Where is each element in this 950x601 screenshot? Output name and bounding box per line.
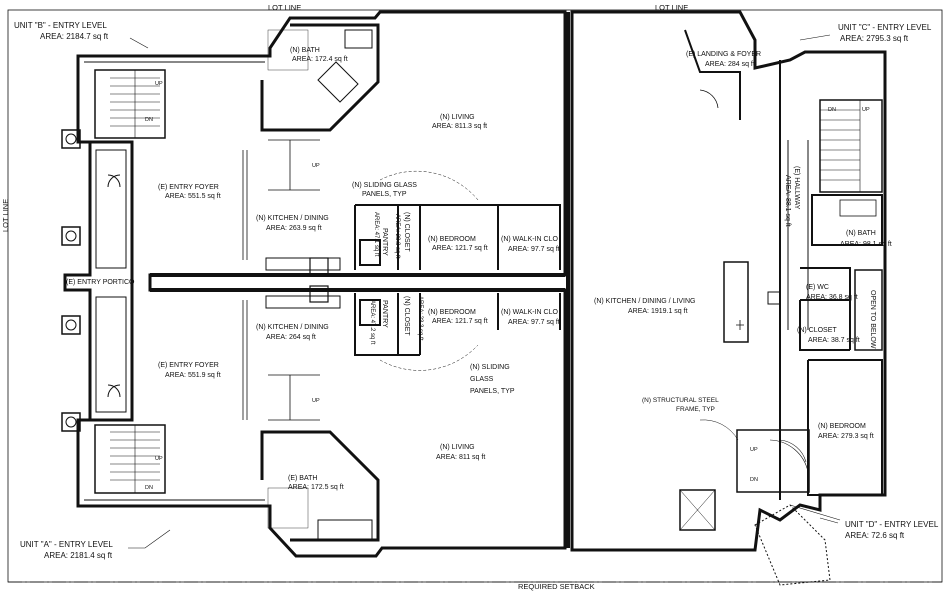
stair-up-label: UP <box>155 81 163 87</box>
bedroom-bot-name: (N) BEDROOM <box>428 309 476 316</box>
bath-bot-name: (E) BATH <box>288 475 318 482</box>
closet-top-name: (N) CLOSET <box>403 212 410 252</box>
closet-top-area: AREA: 23.3 sq ft <box>394 214 400 259</box>
bath-top-area: AREA: 172.4 sq ft <box>292 56 348 63</box>
foyer-top-name: (E) ENTRY FOYER <box>158 184 219 191</box>
kitchen-top-name: (N) KITCHEN / DINING <box>256 215 329 222</box>
landing-name: (E) LANDING & FOYER <box>686 51 762 58</box>
sliding-bot-line1: (N) SLIDING <box>470 364 510 371</box>
unit-a-title: UNIT "A" - ENTRY LEVEL <box>20 540 113 549</box>
stair-up-label: UP <box>862 107 870 113</box>
stair-dn-label: DN <box>145 117 153 123</box>
closet-bot-name: (N) CLOSET <box>403 296 410 336</box>
sliding-bot-line2: GLASS <box>470 376 494 383</box>
pantry-bot-area: AREA: 47.2 sq ft <box>369 300 375 345</box>
kitchen-bot-name: (N) KITCHEN / DINING <box>256 324 329 331</box>
sliding-top-line1: (N) SLIDING GLASS <box>352 182 417 189</box>
stair-up-label: UP <box>312 398 320 404</box>
living-bot-name: (N) LIVING <box>440 444 475 451</box>
stair-up-label: UP <box>155 456 163 462</box>
bedroom-c-area: AREA: 279.3 sq ft <box>818 433 874 440</box>
pantry-top-name: PANTRY <box>381 228 388 256</box>
closet-c-name: (N) CLOSET <box>797 327 837 334</box>
unit-c-title: UNIT "C" - ENTRY LEVEL <box>838 23 932 32</box>
closet-c-area: AREA: 38.7 sq ft <box>808 337 860 344</box>
lot-line-top-label-2: LOT LINE <box>655 3 689 12</box>
kitchen-top-area: AREA: 263.9 sq ft <box>266 225 322 232</box>
wall-bath-top <box>260 23 380 132</box>
open-below-label: OPEN TO BELOW <box>869 290 876 349</box>
bedroom-bot-area: AREA: 121.7 sq ft <box>432 318 488 325</box>
hallway-name: (E) HALLWAY <box>793 166 800 210</box>
wall-unit-c-outer <box>570 10 887 552</box>
unit-b-area: AREA: 2184.7 sq ft <box>40 32 109 41</box>
foyer-top-area: AREA: 551.5 sq ft <box>165 193 221 200</box>
wc-name: (E) WC <box>806 284 829 291</box>
walkin-top-area: AREA: 97.7 sq ft <box>508 246 560 253</box>
steel-frame-line2: FRAME, TYP <box>676 406 715 413</box>
stair-a <box>94 424 166 494</box>
living-top-name: (N) LIVING <box>440 114 475 121</box>
sliding-top-line2: PANELS, TYP <box>362 191 407 198</box>
lot-line-left-label: LOT LINE <box>1 198 10 232</box>
walkin-bot-name: (N) WALK-IN CLO <box>501 309 558 316</box>
pantry-bot-name: PANTRY <box>381 300 388 328</box>
walkin-bot-area: AREA: 97.7 sq ft <box>508 319 560 326</box>
lot-line-border <box>7 9 943 583</box>
bedroom-c-name: (N) BEDROOM <box>818 423 866 430</box>
stair-dn-label: DN <box>145 485 153 491</box>
hallway-area: AREA: 88.1 sq ft <box>784 175 791 227</box>
stair-b <box>94 69 166 139</box>
bath-c-area: AREA: 98.1 sq ft <box>840 241 892 248</box>
lot-line-top-label: LOT LINE <box>268 3 302 12</box>
stair-c <box>819 99 883 193</box>
kitchen-big-area: AREA: 1919.1 sq ft <box>628 308 688 315</box>
wc-area: AREA: 36.8 sq ft <box>806 294 858 301</box>
living-bot-area: AREA: 811 sq ft <box>436 454 486 461</box>
steel-frame-line1: (N) STRUCTURAL STEEL <box>642 397 719 404</box>
kitchen-big-name: (N) KITCHEN / DINING / LIVING <box>594 298 696 305</box>
unit-b-title: UNIT "B" - ENTRY LEVEL <box>14 21 107 30</box>
bath-top-name: (N) BATH <box>290 47 320 54</box>
unit-d-title: UNIT "D" - ENTRY LEVEL <box>845 520 939 529</box>
unit-c-area: AREA: 2795.3 sq ft <box>840 34 909 43</box>
landing-area: AREA: 284 sq ft <box>705 61 755 68</box>
closet-bot-area: AREA: 23.3 sq ft <box>417 296 423 341</box>
pantry-top-area: AREA: 47.1 sq ft <box>373 212 379 257</box>
unit-d-area: AREA: 72.6 sq ft <box>845 531 905 540</box>
living-top-area: AREA: 811.3 sq ft <box>432 123 488 130</box>
bedroom-top-name: (N) BEDROOM <box>428 236 476 243</box>
kitchen-bot-area: AREA: 264 sq ft <box>266 334 316 341</box>
bath-c-name: (N) BATH <box>846 230 876 237</box>
unit-a-area: AREA: 2181.4 sq ft <box>44 551 113 560</box>
required-setback-label: REQUIRED SETBACK <box>518 582 595 591</box>
sliding-bot-line3: PANELS, TYP <box>470 388 515 395</box>
bath-bot-area: AREA: 172.5 sq ft <box>288 484 344 491</box>
stair-dn-label: DN <box>828 107 836 113</box>
foyer-bot-area: AREA: 551.9 sq ft <box>165 372 221 379</box>
portico-name: (E) ENTRY PORTICO <box>66 279 135 286</box>
stair-up-label: UP <box>750 447 758 453</box>
stair-up-label: UP <box>312 163 320 169</box>
foyer-bot-name: (E) ENTRY FOYER <box>158 362 219 369</box>
walkin-top-name: (N) WALK-IN CLO <box>501 236 558 243</box>
bedroom-top-area: AREA: 121.7 sq ft <box>432 245 488 252</box>
stair-dn-label: DN <box>750 477 758 483</box>
wall-unit-b-outer <box>63 10 567 558</box>
